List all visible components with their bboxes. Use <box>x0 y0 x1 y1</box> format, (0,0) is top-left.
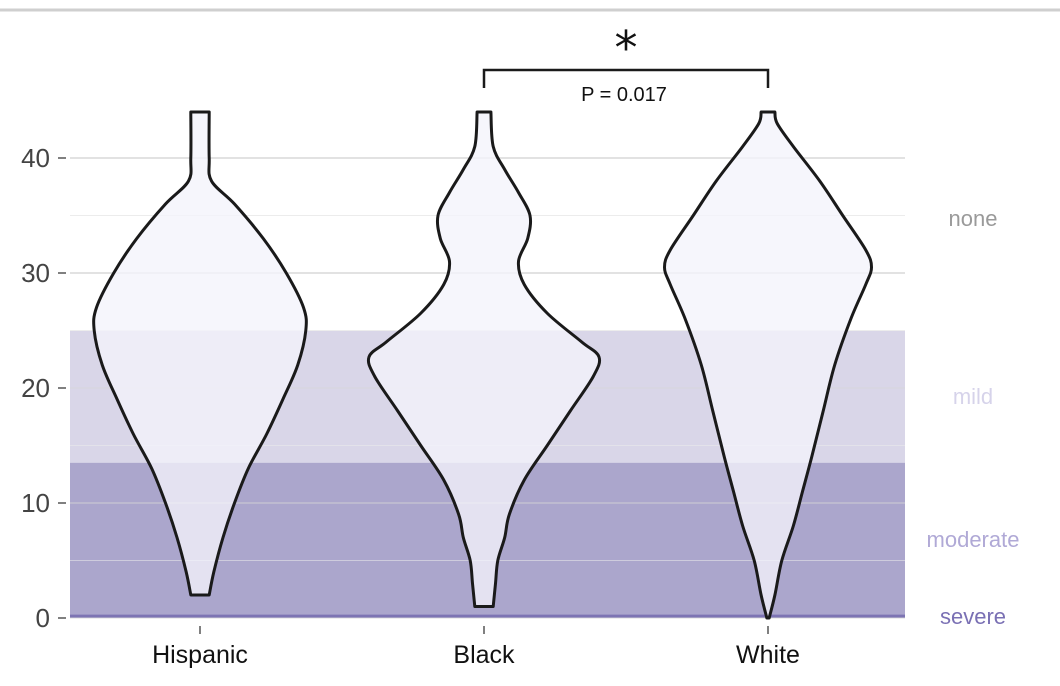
band-severe <box>70 614 905 618</box>
violin-black <box>366 110 602 608</box>
violin-white <box>663 110 873 620</box>
band-label-none: none <box>949 206 998 231</box>
violins <box>92 110 873 620</box>
bracket-line <box>482 68 770 88</box>
y-tick-label: 10 <box>21 488 50 518</box>
significance-marker: * <box>615 21 638 75</box>
x-tick-label-white: White <box>736 641 800 669</box>
x-tick-label-black: Black <box>453 641 515 669</box>
band-label-moderate: moderate <box>927 527 1020 552</box>
x-tick-label-hispanic: Hispanic <box>152 641 248 669</box>
y-tick-label: 30 <box>21 258 50 288</box>
significance-bracket: * P = 0.017 <box>482 21 770 106</box>
y-tick-label: 0 <box>36 603 50 633</box>
band-label-mild: mild <box>953 384 993 409</box>
y-tick-label: 20 <box>21 373 50 403</box>
y-axis: 0 10 20 30 40 <box>21 143 66 633</box>
p-value-label: P = 0.017 <box>581 84 667 106</box>
x-axis: Hispanic Black White <box>152 626 800 669</box>
violin-hispanic <box>92 110 308 597</box>
band-label-severe: severe <box>940 604 1006 629</box>
severity-band-labels: none mild moderate severe <box>927 206 1020 629</box>
y-tick-label: 40 <box>21 143 50 173</box>
